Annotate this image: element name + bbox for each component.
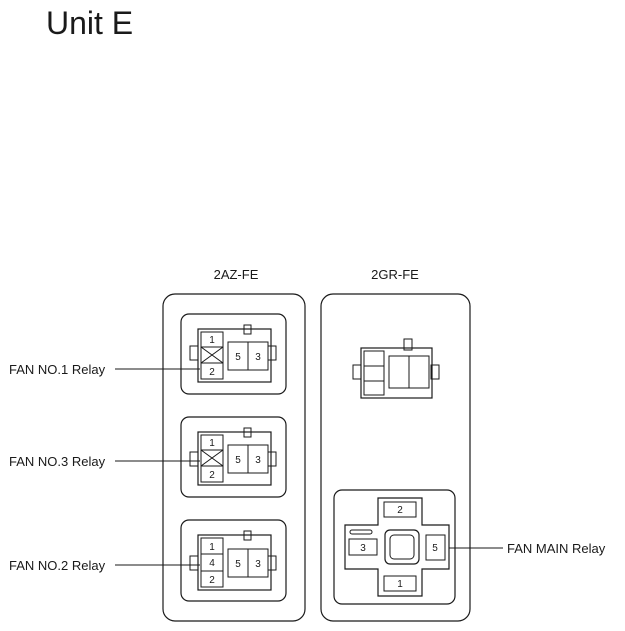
pin-3: 3 (255, 559, 261, 570)
relay-connector-housing (344, 497, 450, 597)
relay-mount-outline (180, 519, 287, 602)
label-fan-no2-relay: FAN NO.2 Relay (9, 558, 106, 573)
label-fan-main-relay: FAN MAIN Relay (507, 541, 606, 556)
pin-3: 3 (255, 352, 261, 363)
relay-core-outer (384, 529, 420, 565)
left-pin-column (200, 434, 224, 483)
page-title: Unit E (46, 5, 133, 41)
pin-5: 5 (432, 543, 438, 554)
label-fan-no1-relay: FAN NO.1 Relay (9, 362, 106, 377)
pin-5: 5 (235, 559, 241, 570)
pin-4: 4 (209, 558, 215, 569)
fan-main-relay: 2 3 5 1 (333, 489, 456, 605)
side-tab-right (430, 364, 440, 380)
pin-cell-2 (383, 501, 417, 518)
relay-mount-outline (180, 416, 287, 498)
pin-5: 5 (235, 455, 241, 466)
left-pin-column (200, 537, 224, 588)
relay-connector-housing (197, 328, 272, 383)
relay-core-inner (389, 534, 415, 560)
socket-housing (360, 347, 433, 399)
side-tab-left (189, 451, 199, 467)
pin-2: 2 (209, 367, 215, 378)
side-tab-left (189, 345, 199, 361)
side-tab-right (267, 555, 277, 571)
blank-cavity-mark (200, 449, 224, 467)
pin-1: 1 (209, 335, 215, 346)
pin-1: 1 (209, 542, 215, 553)
panel-2az-fe (162, 293, 306, 622)
relay-connector-housing (197, 431, 272, 486)
pin-cell-1 (383, 575, 417, 592)
pin-1: 1 (397, 579, 403, 590)
side-tab-right (267, 345, 277, 361)
side-tab-left (189, 555, 199, 571)
pin-2: 2 (397, 505, 403, 516)
blank-cavity-mark (200, 346, 224, 364)
pin-cell-3 (348, 538, 378, 556)
label-fan-no3-relay: FAN NO.3 Relay (9, 454, 106, 469)
pin-3: 3 (255, 455, 261, 466)
relay-mount-outline (333, 489, 456, 605)
top-tab (403, 338, 413, 351)
pin-cell-5 (425, 534, 446, 561)
relay-connector-housing (197, 534, 272, 591)
empty-relay-socket (352, 338, 440, 399)
pin-2: 2 (209, 575, 215, 586)
column-header-2gr-fe: 2GR-FE (371, 267, 419, 282)
left-pin-column (200, 331, 224, 380)
key-slot (349, 529, 373, 535)
fan-no2-relay: 1 4 2 5 3 (180, 519, 287, 602)
fan-no3-relay: 1 2 5 3 (180, 416, 287, 498)
side-tab-right (267, 451, 277, 467)
left-cavity-column (363, 350, 385, 396)
side-tab-left (352, 364, 362, 380)
pin-1: 1 (209, 438, 215, 449)
pin-2: 2 (209, 470, 215, 481)
panel-2gr-fe (320, 293, 471, 622)
fan-no1-relay: 1 2 5 3 (180, 313, 287, 395)
relay-mount-outline (180, 313, 287, 395)
pin-3: 3 (360, 543, 366, 554)
column-header-2az-fe: 2AZ-FE (214, 267, 259, 282)
pin-5: 5 (235, 352, 241, 363)
